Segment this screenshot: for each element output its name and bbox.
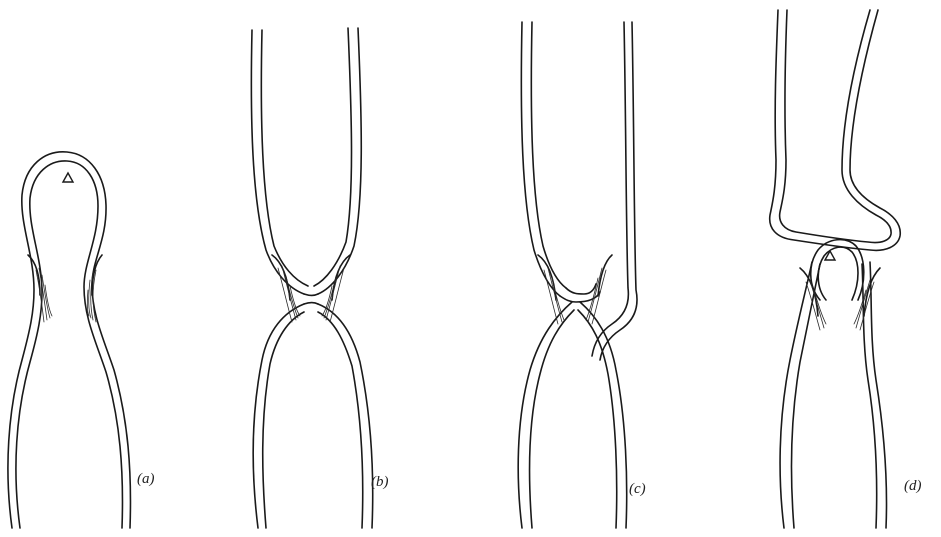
- panel-c-left-upper-outer: [521, 22, 560, 296]
- panel-c-left-lower-inner: [530, 310, 574, 528]
- panel-d-right-lower-outer: [870, 262, 887, 528]
- panel-d-right-lower-inner: [862, 264, 877, 528]
- panel-b-right-upper-outer: [318, 28, 361, 294]
- panel-c-right-lower-outer: [580, 302, 627, 528]
- panel-a-outer-wall: [8, 152, 131, 528]
- panel-c-cup-inner: [566, 284, 596, 294]
- panel-b-left-lower-inner: [263, 312, 304, 528]
- panel-a: (a): [8, 152, 155, 528]
- panel-b: (b): [251, 28, 388, 528]
- panel-c-right-upper-outer: [600, 22, 637, 360]
- panel-b-right-lower-inner: [318, 312, 363, 528]
- panel-d-upper-inner: [780, 10, 891, 243]
- panel-d-label: (d): [904, 478, 922, 494]
- panel-a-triangle-marker: [63, 173, 73, 182]
- panel-b-septum-top: [304, 294, 318, 296]
- panel-b-septum-bottom: [304, 303, 318, 305]
- panel-b-right-upper-inner: [314, 28, 352, 286]
- panel-c-left-upper-inner: [531, 22, 566, 288]
- panel-c-right-upper-inner: [592, 22, 628, 356]
- panel-d-upper-outer: [770, 10, 901, 250]
- panel-d-bulb-inner: [818, 247, 858, 300]
- panel-b-left-hatching: [278, 266, 300, 322]
- panel-d: (d): [770, 10, 922, 528]
- panel-b-right-lower-outer: [318, 304, 373, 528]
- panel-c-left-lower-outer: [518, 302, 572, 528]
- panel-c-left-flange: [538, 255, 556, 300]
- panel-a-right-hatching: [87, 270, 96, 322]
- panel-b-left-upper-inner: [261, 30, 308, 286]
- panel-b-label: (b): [371, 474, 389, 490]
- panel-a-label: (a): [137, 471, 155, 487]
- panel-c: (c): [518, 22, 645, 528]
- panel-c-right-lower-inner: [578, 310, 617, 528]
- panel-c-label: (c): [629, 481, 646, 497]
